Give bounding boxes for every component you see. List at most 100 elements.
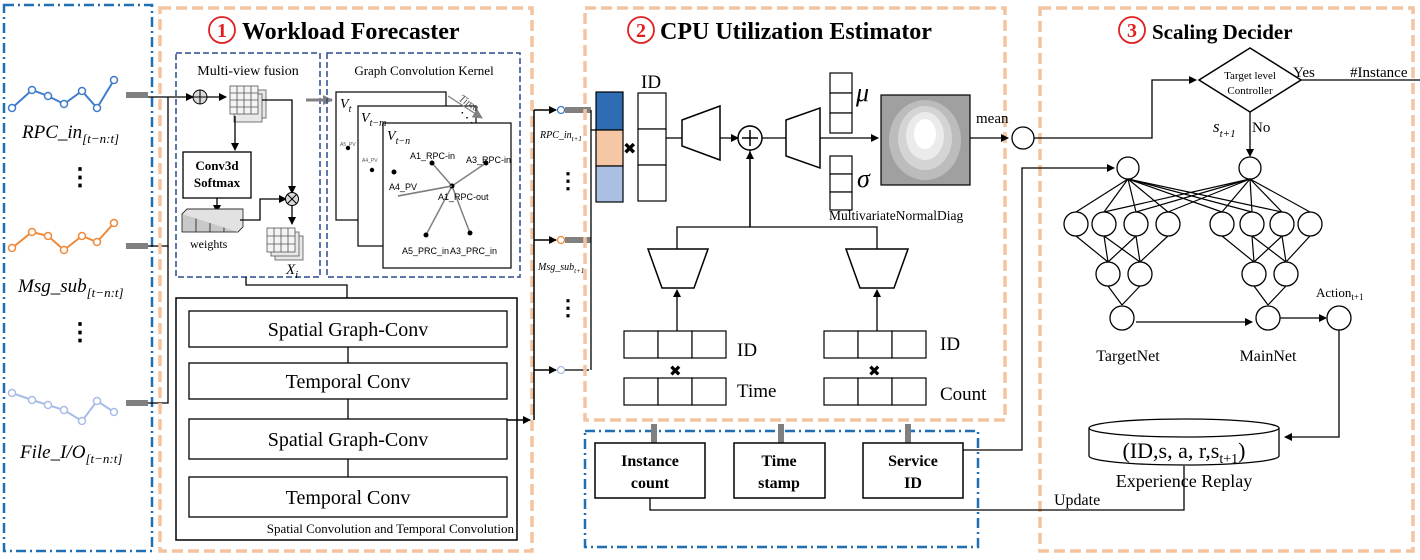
add-icon bbox=[737, 125, 763, 151]
feature-segment-peach bbox=[595, 129, 624, 167]
v-tn-label: Vt−n bbox=[387, 129, 410, 147]
encoder-trapezoid-2 bbox=[785, 106, 821, 170]
action-node bbox=[1326, 305, 1352, 331]
no-label: No bbox=[1252, 120, 1270, 136]
panel1-number-badge bbox=[208, 16, 236, 44]
fusion-title: Multi-view fusion bbox=[197, 64, 299, 79]
otimes-right-icon: ✖ bbox=[868, 363, 881, 380]
id-embedding-left-label: ID bbox=[737, 340, 757, 361]
count-embedding-label: Count bbox=[940, 384, 987, 405]
mid-ellipsis-1: ⋮ bbox=[557, 168, 579, 193]
main-input-node bbox=[1238, 156, 1262, 180]
embed-trapezoid-right bbox=[844, 248, 910, 289]
target-net-output-node bbox=[1109, 305, 1135, 331]
instance-output-label: #Instance bbox=[1350, 65, 1408, 81]
node-label-a1-rpc-out: A1_RPC-out bbox=[438, 192, 489, 202]
id-embedding-left bbox=[623, 330, 727, 359]
panel2-number: 2 bbox=[636, 20, 646, 42]
node-label-a3-prc-in: A3_PRC_in bbox=[450, 246, 497, 256]
file-series-points bbox=[7, 388, 119, 426]
xi-label: Xi bbox=[285, 262, 298, 281]
mu-vector bbox=[829, 72, 853, 134]
mean-output-node bbox=[1011, 126, 1035, 150]
temporal-conv-2 bbox=[188, 476, 508, 518]
input-bus bbox=[148, 93, 194, 404]
msg-series-points bbox=[7, 218, 119, 255]
input-ellipsis-2: ⋮ bbox=[68, 320, 92, 346]
rpc-series-points bbox=[7, 75, 119, 113]
state-label: st+1 bbox=[1213, 117, 1236, 140]
node-label-a1-rpc-in: A1_RPC-in bbox=[410, 151, 455, 161]
panel3-title: Scaling Decider bbox=[1152, 20, 1293, 44]
rpc-input-label: RPC_in[t−n:t] bbox=[21, 122, 119, 146]
panel2-title: CPU Utilization Estimator bbox=[660, 19, 932, 45]
msg-forecast-label: Msg_subt+1 bbox=[537, 262, 584, 275]
replay-tuple: (ID,s, a, r,st+1) bbox=[1123, 438, 1246, 467]
v-t-label: Vt bbox=[340, 97, 352, 115]
node-label-a5-prc-in: A5_PRC_in bbox=[402, 246, 449, 256]
time-embedding-label: Time bbox=[737, 381, 776, 402]
target-net-label: TargetNet bbox=[1096, 348, 1160, 365]
input-panel: RPC_in[t−n:t] ⋮ Msg_sub[t−n:t] ⋮ File_I/… bbox=[2, 3, 154, 553]
spatial-graph-conv-2-label: Spatial Graph-Conv bbox=[268, 429, 429, 451]
stack-caption: Spatial Convolution and Temporal Convolu… bbox=[267, 521, 515, 536]
service-id-box bbox=[862, 442, 964, 499]
temporal-conv-2-label: Temporal Conv bbox=[286, 487, 411, 509]
encoder-trapezoid-1 bbox=[681, 104, 721, 162]
v-tm-label: Vt−m bbox=[361, 111, 386, 129]
conv3d-label: Conv3d bbox=[195, 158, 239, 173]
input-ellipsis-1: ⋮ bbox=[68, 165, 92, 191]
action-label: Actiont+1 bbox=[1316, 285, 1363, 302]
cpu-estimator-panel: 2 CPU Utilization Estimator ✖ ID bbox=[583, 6, 1009, 422]
weights-blocks-icon bbox=[181, 208, 244, 233]
network-nodes bbox=[1063, 211, 1323, 287]
feature-segment-blue bbox=[595, 91, 624, 131]
count-embedding bbox=[823, 377, 927, 406]
ghost-label-1: A5_PV bbox=[340, 142, 356, 148]
weights-label: weights bbox=[190, 237, 228, 251]
xi-tensor-icon bbox=[266, 227, 304, 261]
mu-label: μ bbox=[855, 78, 869, 107]
softmax-label: Softmax bbox=[194, 175, 241, 190]
instance-count-line1: Instance bbox=[621, 453, 679, 470]
time-stamp-line2: stamp bbox=[758, 475, 800, 492]
concat-otimes-icon: ✖ bbox=[623, 141, 636, 158]
network-edges bbox=[1075, 178, 1311, 306]
controller-line1: Target level bbox=[1224, 70, 1276, 82]
scaling-decider-panel: 3 Scaling Decider Target level Controlle… bbox=[963, 6, 1420, 553]
st-conv-stack bbox=[175, 297, 518, 541]
update-label: Update bbox=[1054, 492, 1100, 509]
main-net-output-node bbox=[1255, 305, 1281, 331]
update-line bbox=[649, 466, 1185, 511]
embed-trapezoid-left bbox=[646, 248, 710, 289]
temporal-conv-1-label: Temporal Conv bbox=[286, 371, 411, 393]
time-stamp-line1: Time bbox=[761, 453, 796, 470]
service-id-line2: ID bbox=[904, 475, 922, 492]
fused-tensor-icon bbox=[229, 85, 267, 123]
context-inputs-panel: Instance count Time stamp Service ID bbox=[583, 424, 980, 549]
gck-title: Graph Convolution Kernel bbox=[354, 63, 494, 78]
temporal-conv-1 bbox=[188, 362, 508, 400]
ghost-label-2: A4_PV bbox=[362, 158, 378, 164]
instance-count-line2: count bbox=[631, 475, 670, 492]
time-embedding bbox=[623, 377, 727, 406]
mean-label: mean bbox=[976, 111, 1009, 127]
panel3-number: 3 bbox=[1127, 20, 1137, 42]
conv3d-softmax-box bbox=[182, 151, 252, 199]
spatial-graph-conv-1 bbox=[188, 310, 508, 348]
msg-input-label: Msg_sub[t−n:t] bbox=[17, 276, 124, 300]
dots-ellipsis: ⋱ bbox=[460, 111, 474, 126]
otimes-left-icon: ✖ bbox=[669, 363, 682, 380]
sigma-label: σ bbox=[857, 164, 871, 193]
forecast-output-bus bbox=[507, 106, 557, 424]
id-vector bbox=[637, 92, 667, 202]
mid-ellipsis-2: ⋮ bbox=[557, 295, 579, 320]
sigma-vector bbox=[829, 155, 853, 211]
rpc-forecast-label: RPC_int+1 bbox=[539, 130, 582, 143]
id-embedding-right bbox=[823, 330, 927, 359]
mvn-label: MultivariateNormalDiag bbox=[829, 208, 963, 223]
multiply-icon bbox=[285, 192, 299, 206]
panel1-number: 1 bbox=[217, 20, 227, 42]
panel1-title: Workload Forecaster bbox=[242, 19, 460, 45]
